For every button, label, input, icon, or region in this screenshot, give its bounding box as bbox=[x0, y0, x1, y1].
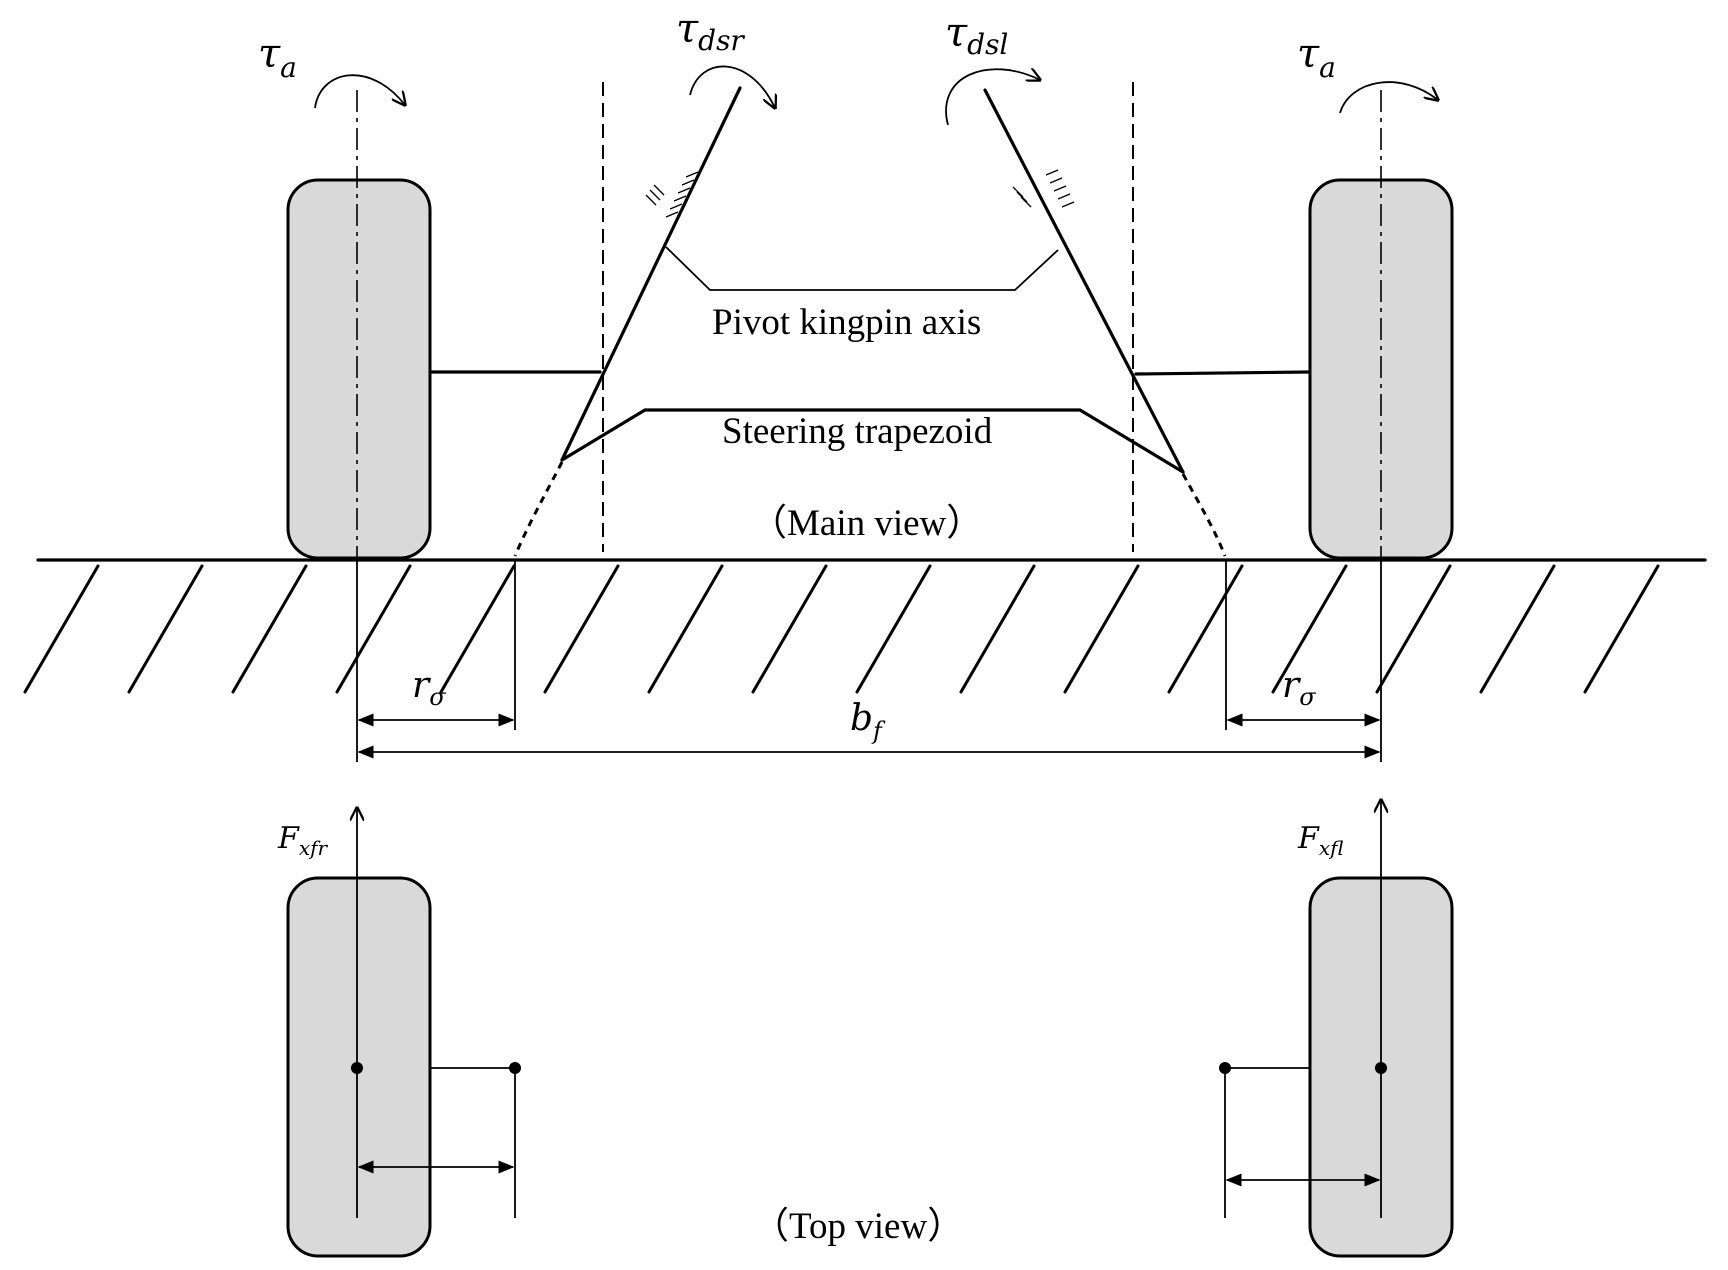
ground-hatch-mark bbox=[855, 564, 932, 694]
torque-arrow-right bbox=[1339, 81, 1438, 114]
steering-trapezoid-linkage bbox=[560, 408, 1185, 474]
left-wheel-main-view bbox=[286, 90, 432, 560]
left-wheel-top-view bbox=[286, 808, 521, 1258]
ground-hatch-mark bbox=[127, 564, 204, 694]
svg-text:bf: bf bbox=[850, 698, 886, 745]
ground-hatch-mark bbox=[647, 564, 724, 694]
svg-text:rσ: rσ bbox=[412, 665, 446, 711]
steering-trapezoid-label: Steering trapezoid bbox=[722, 411, 993, 452]
ground-hatch-mark bbox=[231, 564, 308, 694]
scrub-radius-dimension-left: rσ bbox=[356, 560, 516, 762]
ground-hatch-mark bbox=[1063, 564, 1140, 694]
right-kingpin-axis bbox=[983, 88, 1227, 557]
force-xfr-label: Fxfr bbox=[277, 821, 329, 860]
ground-hatch-mark bbox=[335, 564, 412, 694]
torque-arrow-dsr bbox=[689, 65, 775, 108]
pivot-kingpin-connector bbox=[665, 246, 1059, 291]
tau-a-right-label: τa bbox=[1297, 31, 1336, 84]
main-view-label: （Main view） bbox=[750, 503, 983, 544]
left-kingpin-axis bbox=[513, 86, 742, 557]
scrub-radius-dimension-right: rσ bbox=[1225, 560, 1382, 762]
ground-hatch-mark bbox=[1271, 564, 1348, 694]
force-xfl-label: Fxfl bbox=[1297, 821, 1343, 860]
tau-dsl-label: τdsl bbox=[945, 10, 1008, 61]
right-wheel-main-view bbox=[1308, 90, 1454, 560]
top-view-label: （Top view） bbox=[752, 1206, 964, 1247]
tau-dsr-label: τdsr bbox=[676, 6, 745, 57]
ground-hatch-mark bbox=[1167, 564, 1244, 694]
ground-hatch-mark bbox=[959, 564, 1036, 694]
right-stub-axle bbox=[1134, 370, 1312, 376]
torque-arrow-left bbox=[314, 74, 405, 108]
ground-surface bbox=[23, 558, 1707, 694]
pivot-kingpin-axis-label: Pivot kingpin axis bbox=[712, 302, 981, 343]
ground-hatch-mark bbox=[1583, 564, 1660, 694]
tau-a-left-label: τa bbox=[258, 31, 297, 84]
ground-hatch-mark bbox=[751, 564, 828, 694]
torque-arrow-dsl bbox=[945, 69, 1040, 126]
ground-hatch-mark bbox=[23, 564, 100, 694]
right-wheel-top-view bbox=[1219, 800, 1454, 1258]
ground-hatch-mark bbox=[1479, 564, 1556, 694]
svg-text:rσ: rσ bbox=[1282, 665, 1316, 711]
ground-hatch-mark bbox=[543, 564, 620, 694]
ground-hatch-mark bbox=[439, 564, 516, 694]
ground-hatch-mark bbox=[1375, 564, 1452, 694]
